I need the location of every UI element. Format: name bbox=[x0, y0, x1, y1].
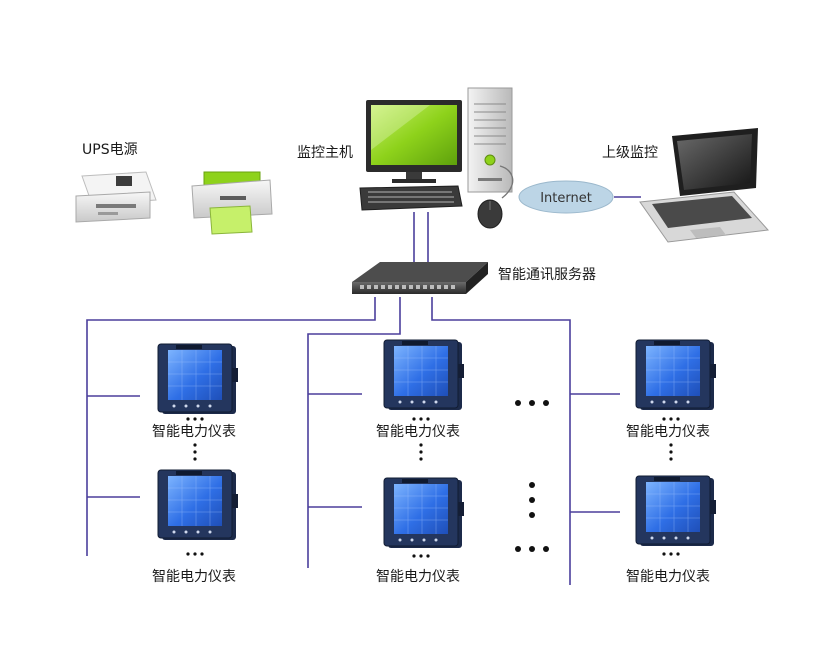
power-meter-icon bbox=[383, 339, 465, 411]
ups-label: UPS电源 bbox=[82, 142, 138, 158]
power-meter-icon bbox=[383, 477, 465, 549]
power-meter-left-top bbox=[157, 343, 239, 415]
meter-label-mid-bottom: 智能电力仪表 bbox=[376, 569, 460, 585]
host-label: 监控主机 bbox=[297, 145, 353, 161]
network-wiring bbox=[86, 196, 641, 585]
internet-cloud bbox=[518, 180, 614, 214]
laptop-icon bbox=[639, 128, 770, 243]
ellipsis-dots bbox=[186, 400, 680, 558]
server-label: 智能通讯服务器 bbox=[498, 267, 596, 283]
power-meter-icon bbox=[157, 469, 239, 541]
bus-mid-uplink bbox=[307, 297, 401, 568]
meter-label-mid-top: 智能电力仪表 bbox=[376, 424, 460, 440]
desktop-computer-icon bbox=[359, 87, 514, 229]
network-switch-icon bbox=[352, 262, 488, 294]
meter-label-right-top: 智能电力仪表 bbox=[626, 424, 710, 440]
power-meter-icon bbox=[635, 339, 717, 411]
bus-left-uplink bbox=[86, 297, 376, 556]
meter-label-left-bottom: 智能电力仪表 bbox=[152, 569, 236, 585]
meter-label-right-bottom: 智能电力仪表 bbox=[626, 569, 710, 585]
superior-label: 上级监控 bbox=[602, 145, 658, 161]
meter-label-left-top: 智能电力仪表 bbox=[152, 424, 236, 440]
power-meter-mid-top bbox=[383, 339, 465, 411]
printer-icon bbox=[191, 171, 273, 235]
power-meter-right-top bbox=[635, 339, 717, 411]
power-meter-left-bottom bbox=[157, 469, 239, 541]
power-meter-icon bbox=[157, 343, 239, 415]
power-meter-icon bbox=[635, 475, 717, 547]
bus-right-uplink bbox=[431, 297, 571, 585]
ups-device-icon bbox=[75, 171, 157, 223]
power-meter-right-bottom bbox=[635, 475, 717, 547]
power-meter-mid-bottom bbox=[383, 477, 465, 549]
internet-label: Internet bbox=[540, 191, 592, 206]
